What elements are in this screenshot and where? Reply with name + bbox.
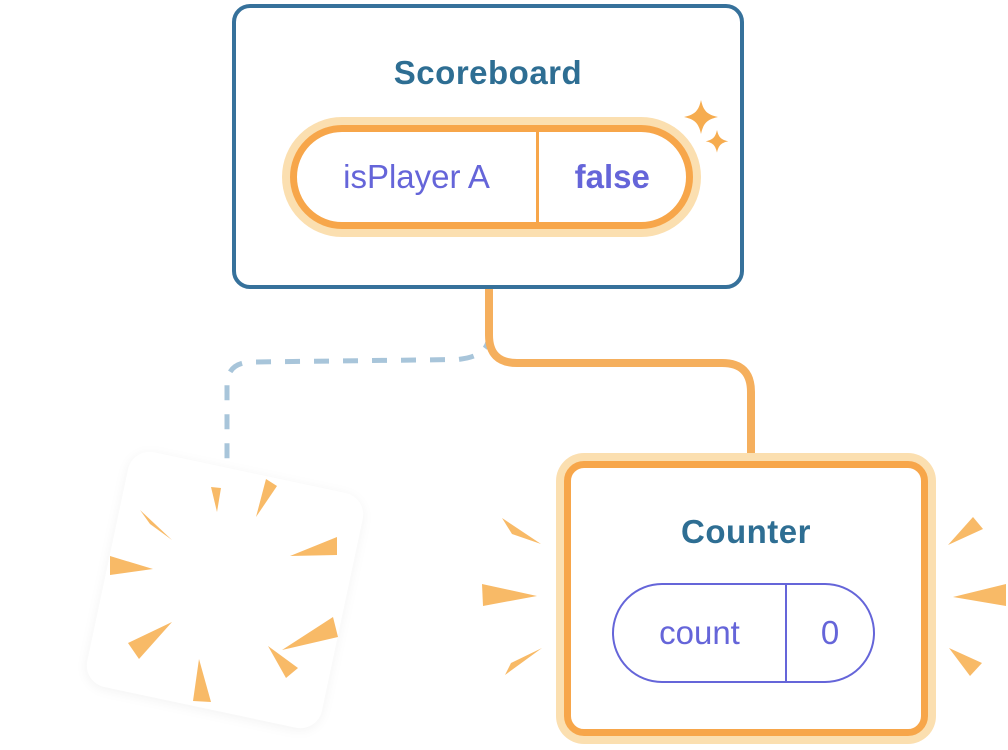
scoreboard-state-pill: isPlayer A false	[290, 125, 693, 229]
counter-state-pill: count 0	[612, 583, 875, 683]
state-value: 0	[820, 614, 840, 651]
dashed-connector-to-removed-card	[224, 333, 492, 461]
scoreboard-title: Scoreboard	[393, 54, 583, 91]
pill-divider	[536, 132, 539, 222]
counter-title: Counter	[681, 513, 811, 550]
scoreboard-component-card: Scoreboard isPlayer A false	[232, 4, 744, 289]
pill-divider	[785, 585, 787, 681]
counter-component-card: Counter count 0	[556, 453, 936, 744]
solid-connector-to-counter	[485, 287, 755, 457]
removed-component-card	[82, 447, 368, 733]
scoreboard-state-pill-glow: isPlayer A false	[282, 117, 701, 237]
sparkles-icon	[684, 100, 729, 153]
state-name: isPlayer A	[343, 158, 490, 195]
state-name: count	[659, 614, 740, 651]
counter-card-inner: Counter count 0	[564, 461, 928, 736]
state-value: false	[574, 158, 650, 195]
